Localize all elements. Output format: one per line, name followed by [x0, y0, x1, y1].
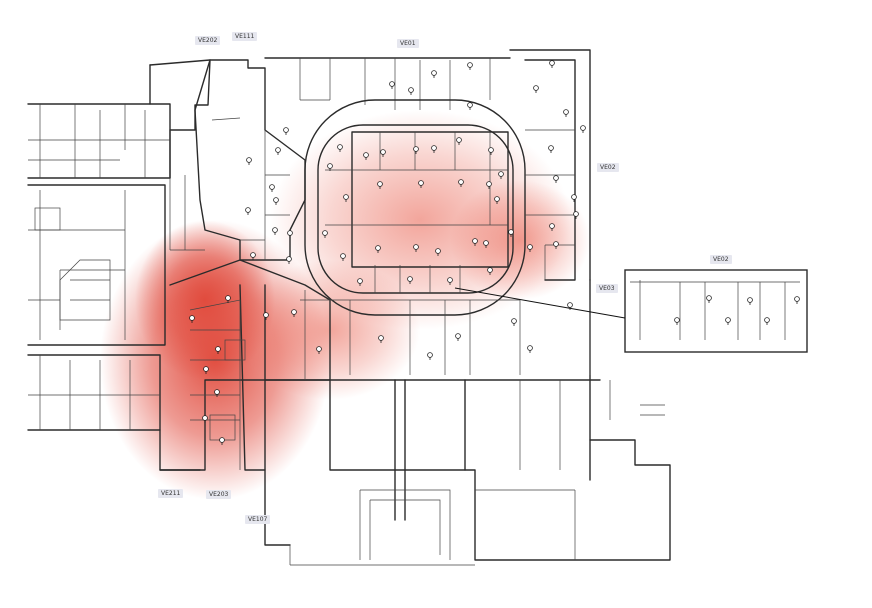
access-point-icon[interactable] [408, 87, 414, 95]
access-point-icon[interactable] [427, 352, 433, 360]
access-point-icon[interactable] [431, 70, 437, 78]
access-point-icon[interactable] [725, 317, 731, 325]
building-walls [27, 49, 671, 566]
access-point-layer [189, 60, 800, 445]
access-point-icon[interactable] [343, 194, 349, 202]
access-point-icon[interactable] [378, 335, 384, 343]
access-point-icon[interactable] [511, 318, 517, 326]
access-point-icon[interactable] [486, 181, 492, 189]
heatmap-overlay [100, 110, 590, 500]
access-point-icon[interactable] [435, 248, 441, 256]
map-label-ve203: VE203 [206, 490, 232, 499]
access-point-icon[interactable] [483, 240, 489, 248]
access-point-icon[interactable] [283, 127, 289, 135]
access-point-icon[interactable] [287, 230, 293, 238]
access-point-icon[interactable] [494, 196, 500, 204]
access-point-icon[interactable] [202, 415, 208, 423]
access-point-icon[interactable] [563, 109, 569, 117]
access-point-icon[interactable] [272, 227, 278, 235]
access-point-icon[interactable] [225, 295, 231, 303]
access-point-icon[interactable] [794, 296, 800, 304]
map-label-ve02-inset: VE02 [710, 255, 732, 264]
access-point-icon[interactable] [389, 81, 395, 89]
access-point-icon[interactable] [580, 125, 586, 133]
access-point-icon[interactable] [706, 295, 712, 303]
access-point-icon[interactable] [407, 276, 413, 284]
access-point-icon[interactable] [380, 149, 386, 157]
access-point-icon[interactable] [571, 194, 577, 202]
access-point-icon[interactable] [553, 241, 559, 249]
access-point-icon[interactable] [250, 252, 256, 260]
access-point-icon[interactable] [203, 366, 209, 374]
access-point-icon[interactable] [215, 346, 221, 354]
access-point-icon[interactable] [363, 152, 369, 160]
map-label-ve03: VE03 [596, 284, 618, 293]
access-point-icon[interactable] [533, 85, 539, 93]
access-point-icon[interactable] [764, 317, 770, 325]
access-point-icon[interactable] [273, 197, 279, 205]
access-point-icon[interactable] [214, 389, 220, 397]
map-label-ve211: VE211 [158, 489, 184, 498]
access-point-icon[interactable] [747, 297, 753, 305]
access-point-icon[interactable] [322, 230, 328, 238]
access-point-icon[interactable] [431, 145, 437, 153]
access-point-icon[interactable] [573, 211, 579, 219]
access-point-icon[interactable] [418, 180, 424, 188]
map-label-ve107: VE107 [245, 515, 271, 524]
access-point-icon[interactable] [472, 238, 478, 246]
access-point-icon[interactable] [340, 253, 346, 261]
access-point-icon[interactable] [413, 244, 419, 252]
access-point-icon[interactable] [548, 145, 554, 153]
access-point-icon[interactable] [275, 147, 281, 155]
access-point-icon[interactable] [189, 315, 195, 323]
access-point-icon[interactable] [458, 179, 464, 187]
inset-detail [454, 269, 808, 353]
access-point-icon[interactable] [316, 346, 322, 354]
map-label-ve111: VE111 [232, 32, 258, 41]
access-point-icon[interactable] [291, 309, 297, 317]
access-point-icon[interactable] [456, 137, 462, 145]
access-point-icon[interactable] [447, 277, 453, 285]
access-point-icon[interactable] [455, 333, 461, 341]
access-point-icon[interactable] [467, 62, 473, 70]
access-point-icon[interactable] [219, 437, 225, 445]
access-point-icon[interactable] [508, 229, 514, 237]
access-point-icon[interactable] [567, 302, 573, 310]
access-point-icon[interactable] [375, 245, 381, 253]
map-label-ve02-main: VE02 [597, 163, 619, 172]
access-point-icon[interactable] [286, 256, 292, 264]
access-point-icon[interactable] [498, 171, 504, 179]
access-point-icon[interactable] [245, 207, 251, 215]
access-point-icon[interactable] [269, 184, 275, 192]
access-point-icon[interactable] [357, 278, 363, 286]
access-point-icon[interactable] [377, 181, 383, 189]
access-point-icon[interactable] [263, 312, 269, 320]
access-point-icon[interactable] [467, 102, 473, 110]
map-label-ve202: VE202 [195, 36, 221, 45]
access-point-icon[interactable] [527, 345, 533, 353]
access-point-icon[interactable] [327, 163, 333, 171]
access-point-icon[interactable] [246, 157, 252, 165]
access-point-icon[interactable] [487, 267, 493, 275]
access-point-icon[interactable] [549, 60, 555, 68]
access-point-icon[interactable] [337, 144, 343, 152]
access-point-icon[interactable] [413, 146, 419, 154]
access-point-icon[interactable] [553, 175, 559, 183]
map-label-ve01: VE01 [397, 39, 419, 48]
access-point-icon[interactable] [488, 147, 494, 155]
access-point-icon[interactable] [527, 244, 533, 252]
access-point-icon[interactable] [674, 317, 680, 325]
access-point-icon[interactable] [549, 223, 555, 231]
